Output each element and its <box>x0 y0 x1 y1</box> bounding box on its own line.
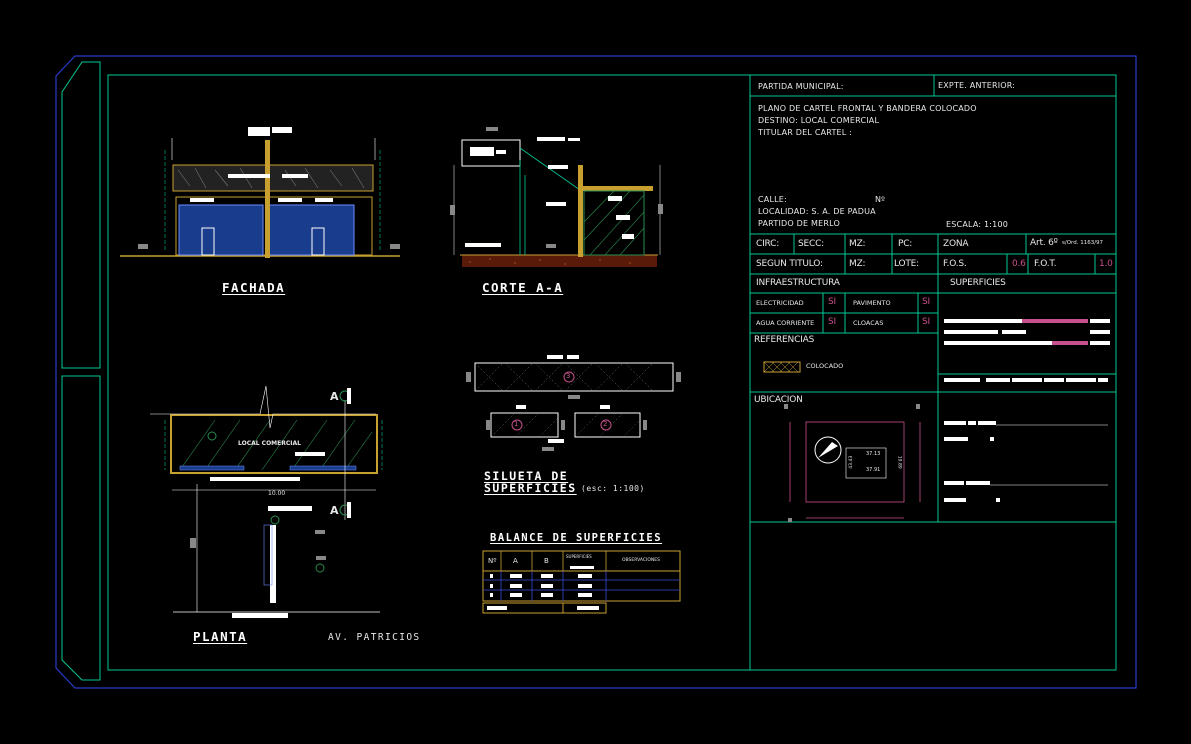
fot-label: F.O.T. <box>1034 259 1057 269</box>
silueta-mark-1: 1 <box>514 420 519 428</box>
silueta-title-line1: SILUETA DE <box>484 469 569 483</box>
map-dim-3: 43.43 <box>849 455 855 469</box>
electricidad-label: ELECTRICIDAD <box>756 299 804 307</box>
room-label: LOCAL COMERCIAL <box>238 440 301 447</box>
description-line2: DESTINO: LOCAL COMERCIAL <box>758 116 880 125</box>
superficies-bars <box>944 319 1110 382</box>
section-mark-bottom: A <box>330 504 339 517</box>
colocado-hatch-swatch <box>763 361 801 373</box>
escala-label: ESCALA: 1:100 <box>946 220 1009 229</box>
ubicacion-notes <box>944 421 1108 502</box>
fos-label: F.O.S. <box>943 259 967 269</box>
referencias-heading: REFERENCIAS <box>754 335 815 345</box>
silueta-mark-3: 3 <box>566 372 571 380</box>
inner-frame <box>107 74 1117 671</box>
planta-drawing <box>150 385 383 618</box>
balance-header-observaciones: OBSERVACIONES <box>622 558 660 563</box>
silueta-scale: (esc: 1:100) <box>581 484 645 493</box>
outer-frame <box>55 55 1137 689</box>
electricidad-value: SI <box>828 297 836 307</box>
balance-header-b: B <box>544 557 549 565</box>
frame-tab-bottom <box>61 375 101 681</box>
mz2-label: MZ: <box>849 259 866 269</box>
balance-header-n: Nº <box>488 557 497 565</box>
planta-dimension: 10.00 <box>268 490 286 497</box>
description-line1: PLANO DE CARTEL FRONTAL Y BANDERA COLOCA… <box>758 104 977 113</box>
frame-tab-top <box>61 61 101 369</box>
description-line3: TITULAR DEL CARTEL : <box>758 128 853 137</box>
lote-label: LOTE: <box>894 259 919 269</box>
partida-label: PARTIDA MUNICIPAL: <box>758 82 844 91</box>
title-block <box>749 75 1116 670</box>
segun-titulo-label: SEGUN TITULO: <box>756 259 823 269</box>
cloacas-label: CLOACAS <box>853 319 884 327</box>
corte-title: CORTE A-A <box>482 280 564 295</box>
fachada-drawing <box>120 127 400 258</box>
localidad-label: LOCALIDAD: S. A. DE PADUA <box>758 207 876 216</box>
balance-header-a: A <box>513 557 518 565</box>
ubicacion-heading: UBICACION <box>754 395 803 405</box>
numero-label: Nº <box>875 195 886 204</box>
balance-title: BALANCE DE SUPERFICIES <box>490 532 663 544</box>
agua-label: AGUA CORRIENTE <box>756 319 815 327</box>
cloacas-value: SI <box>922 317 930 327</box>
corte-drawing <box>450 127 663 267</box>
fos-value: 0.6 <box>1012 259 1026 269</box>
infraestructura-heading: INFRAESTRUCTURA <box>756 278 840 288</box>
partido-label: PARTIDO DE MERLO <box>758 219 840 228</box>
silueta-title-line2: SUPERFICIES <box>484 481 577 495</box>
map-dim-4: 19.89 <box>896 455 902 469</box>
superficies-heading: SUPERFICIES <box>950 278 1006 288</box>
ubicacion-map <box>784 404 921 522</box>
zona-label: ZONA <box>943 239 969 249</box>
calle-label: CALLE: <box>758 195 787 204</box>
balance-table <box>482 550 681 614</box>
expte-label: EXPTE. ANTERIOR: <box>938 81 1016 90</box>
section-mark-top: A <box>330 390 339 403</box>
planta-title: PLANTA <box>193 629 248 644</box>
fachada-title: FACHADA <box>222 280 286 295</box>
pavimento-label: PAVIMENTO <box>853 299 891 307</box>
circ-label: CIRC: <box>756 239 780 249</box>
pavimento-value: SI <box>922 297 930 307</box>
silueta-mark-2: 2 <box>603 420 608 428</box>
agua-value: SI <box>828 317 836 327</box>
balance-header-superficies: SUPERFICIES <box>566 554 592 559</box>
art-reference: s/Ord. 1163/97 <box>1062 240 1104 246</box>
map-dim-2: 37.91 <box>866 467 881 473</box>
pc-label: PC: <box>898 239 913 249</box>
fot-value: 1.0 <box>1099 259 1113 269</box>
map-dim-1: 37.13 <box>866 451 881 457</box>
colocado-label: COLOCADO <box>806 362 844 370</box>
street-label: AV. PATRICIOS <box>328 632 421 643</box>
mz-label: MZ: <box>849 239 866 249</box>
silueta-drawing <box>466 355 681 451</box>
secc-label: SECC: <box>798 239 825 249</box>
art-label: Art. 6º <box>1030 238 1058 248</box>
